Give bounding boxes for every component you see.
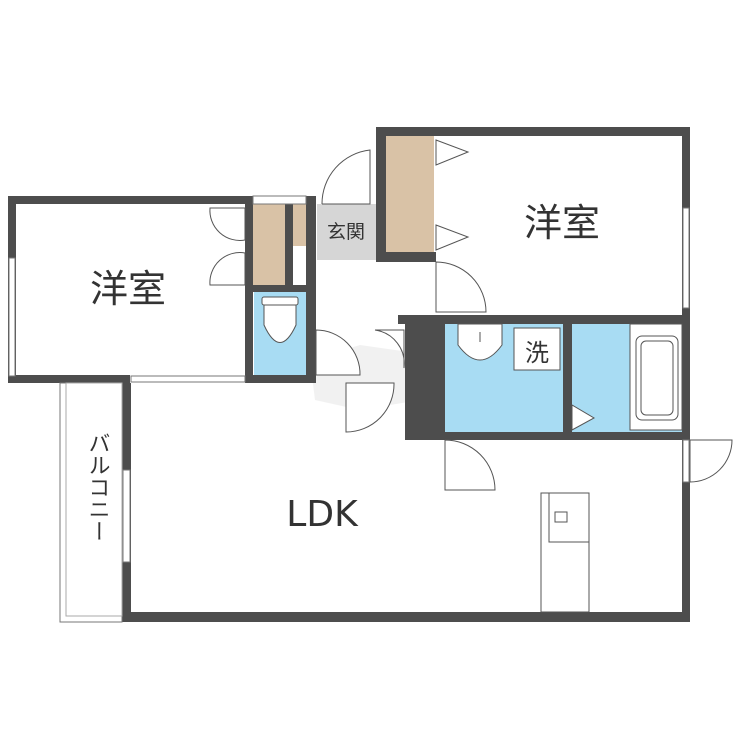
door-toilet [315,329,361,376]
room-label-western-left: 洋室 [90,267,166,311]
door-balcony [689,439,733,483]
bath-door [571,404,596,431]
door-washroom [444,439,496,491]
room-label-entrance: 玄関 [327,221,365,243]
kitchen-counter [540,492,590,613]
closet-door-4 [435,224,470,251]
washer-space [513,327,561,371]
door-entrance [321,149,371,205]
door-ldk [345,382,395,433]
closet-door-5 [374,329,405,369]
room-label-ldk: LDK [286,494,359,535]
room-label-western-right: 洋室 [524,201,600,245]
doors [209,139,733,491]
closet-right-room [386,136,434,252]
closet-entrance [293,204,307,246]
entrance-floor [317,204,376,260]
closet-left-room [253,204,285,286]
closet-door-3 [435,139,470,166]
windows [8,195,690,563]
door-right-room [435,261,487,313]
closet-door-2 [209,252,246,286]
washbasin [457,323,503,361]
room-label-washroom: 洗 [525,339,549,367]
closet-door-1 [209,207,246,241]
room-label-balcony: バルコニー [85,432,110,542]
bathtub [629,323,683,431]
toilet-fixture [261,296,299,343]
